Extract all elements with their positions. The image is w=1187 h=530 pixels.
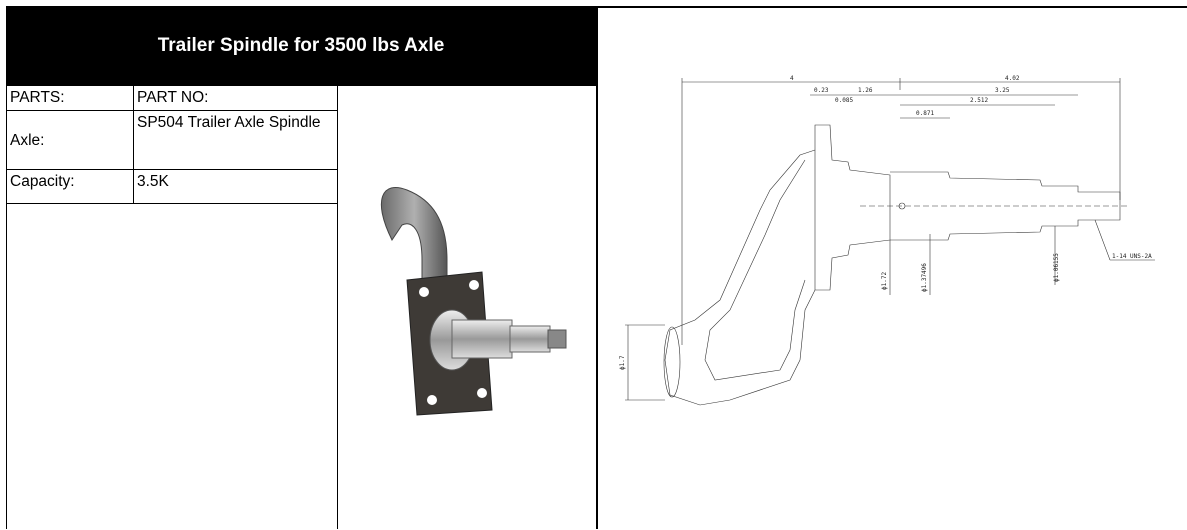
dim-0-871: 0.871 <box>916 110 934 117</box>
header-parts: PARTS: <box>7 86 134 110</box>
table-header-row: PARTS: PART NO: <box>7 86 338 111</box>
table-row: Capacity: 3.5K <box>7 170 338 204</box>
dim-thread: 1-14 UNS-2A <box>1112 253 1152 260</box>
dim-overall-right: 4.02 <box>1005 75 1020 82</box>
dim-dia-left: ϕ1.7 <box>619 355 626 370</box>
table-row: Axle: SP504 Trailer Axle Spindle <box>7 111 338 170</box>
technical-drawing: 4 4.02 0.23 1.26 0.085 3.25 2.512 0.871 … <box>619 75 1155 406</box>
dim-1-26: 1.26 <box>858 87 873 94</box>
row-value-axle: SP504 Trailer Axle Spindle <box>137 114 321 131</box>
dim-0-085: 0.085 <box>835 97 853 104</box>
dim-overall-left: 4 <box>790 75 794 82</box>
dim-dia-1-06155: ϕ1.06155 <box>1053 253 1060 282</box>
row-label-capacity: Capacity: <box>7 170 134 203</box>
column-divider <box>596 6 598 529</box>
dim-2-512: 2.512 <box>970 97 988 104</box>
dim-0-23: 0.23 <box>814 87 829 94</box>
dim-dia-1-37496: ϕ1.37496 <box>921 263 928 292</box>
spindle-photo <box>380 187 567 416</box>
column-divider <box>337 86 338 529</box>
row-label-axle: Axle: <box>7 111 134 169</box>
row-value-capacity: 3.5K <box>137 173 169 190</box>
header-part-no: PART NO: <box>137 89 209 106</box>
dim-dia-1-72: ϕ1.72 <box>881 272 888 290</box>
dim-3-25: 3.25 <box>995 87 1010 94</box>
parts-table: PARTS: PART NO: Axle: SP504 Trailer Axle… <box>6 86 339 529</box>
top-border-line <box>596 6 1187 8</box>
document-title: Trailer Spindle for 3500 lbs Axle <box>6 6 596 86</box>
